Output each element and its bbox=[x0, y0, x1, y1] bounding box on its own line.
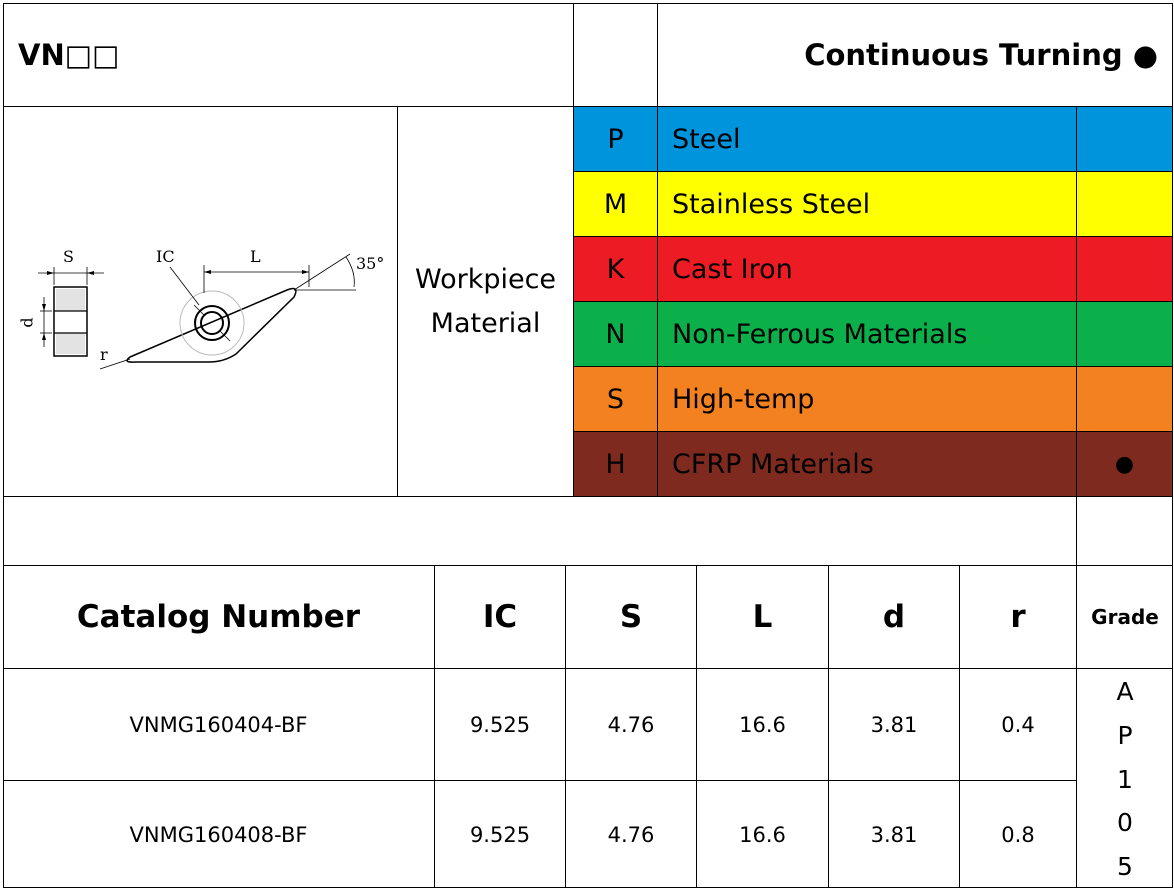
table-cell-ic: 9.525 bbox=[469, 822, 531, 847]
material-divider bbox=[657, 302, 658, 366]
grade-letter: 5 bbox=[1117, 852, 1133, 881]
material-divider bbox=[1076, 367, 1077, 431]
dim-label-r: r bbox=[100, 345, 108, 364]
material-divider bbox=[1076, 237, 1077, 301]
col-header-s: S bbox=[619, 599, 643, 635]
material-divider bbox=[657, 172, 658, 236]
col-header-l: L bbox=[752, 599, 773, 635]
material-name: Steel bbox=[672, 123, 741, 155]
material-applicability-mark bbox=[1076, 237, 1173, 301]
table-cell-s: 4.76 bbox=[607, 712, 655, 737]
table-cell-r: 0.8 bbox=[1001, 822, 1035, 847]
side-view-shape bbox=[38, 267, 104, 357]
workpiece-label-line1: Workpiece bbox=[414, 263, 557, 295]
dim-label-angle: 35° bbox=[356, 254, 385, 273]
material-row-m: M Stainless Steel bbox=[574, 172, 1173, 237]
material-code: S bbox=[606, 383, 625, 415]
table-cell-ic: 9.525 bbox=[469, 712, 531, 737]
material-code: P bbox=[607, 123, 624, 155]
top-view-shape bbox=[99, 253, 356, 370]
material-name: High-temp bbox=[672, 383, 815, 415]
col-header-d: d bbox=[882, 599, 906, 635]
insert-diagram: S d IC L 35° r bbox=[4, 107, 397, 496]
series-title: VN□□ bbox=[18, 38, 120, 72]
dim-label-l: L bbox=[250, 247, 261, 266]
material-name: CFRP Materials bbox=[672, 448, 874, 480]
material-divider bbox=[657, 237, 658, 301]
table-cell-l: 16.6 bbox=[739, 712, 786, 737]
grade-letter: 0 bbox=[1117, 808, 1133, 838]
material-row-s: S High-temp bbox=[574, 367, 1173, 432]
col-header-catalog-number: Catalog Number bbox=[76, 599, 361, 635]
material-applicability-mark: ● bbox=[1114, 451, 1135, 477]
material-name: Stainless Steel bbox=[672, 188, 871, 220]
grade-value: A P 1 0 5 bbox=[1077, 672, 1173, 887]
table-cell-catalog: VNMG160404-BF bbox=[129, 712, 308, 737]
dim-label-d: d bbox=[17, 317, 37, 328]
material-code: K bbox=[606, 253, 625, 285]
table-cell-catalog: VNMG160408-BF bbox=[129, 822, 308, 847]
material-applicability-mark bbox=[1076, 302, 1173, 366]
material-name: Non-Ferrous Materials bbox=[672, 318, 968, 350]
dim-label-ic: IC bbox=[156, 247, 175, 266]
table-cell-r: 0.4 bbox=[1001, 712, 1035, 737]
workpiece-label-line2: Material bbox=[430, 307, 541, 339]
dim-label-s: S bbox=[63, 247, 74, 266]
material-divider bbox=[657, 107, 658, 171]
material-row-h: H CFRP Materials ● bbox=[574, 432, 1173, 497]
table-cell-d: 3.81 bbox=[870, 712, 918, 737]
table-cell-s: 4.76 bbox=[607, 822, 655, 847]
table-cell-d: 3.81 bbox=[870, 822, 918, 847]
material-divider bbox=[1076, 302, 1077, 366]
operation-title: Continuous Turning ● bbox=[804, 38, 1158, 72]
material-divider bbox=[657, 367, 658, 431]
material-row-k: K Cast Iron bbox=[574, 237, 1173, 302]
grade-letter: 1 bbox=[1117, 764, 1133, 794]
grade-letter: P bbox=[1117, 720, 1133, 750]
col-header-ic: IC bbox=[482, 599, 518, 635]
material-divider bbox=[1076, 172, 1077, 236]
material-divider bbox=[1076, 432, 1077, 496]
material-applicability-mark bbox=[1076, 172, 1173, 236]
material-applicability-mark bbox=[1076, 367, 1173, 431]
material-code: N bbox=[605, 318, 626, 350]
table-cell-l: 16.6 bbox=[739, 822, 786, 847]
material-row-n: N Non-Ferrous Materials bbox=[574, 302, 1173, 367]
material-divider bbox=[657, 432, 658, 496]
material-divider bbox=[1076, 107, 1077, 171]
material-code: H bbox=[605, 448, 626, 480]
grade-letter: A bbox=[1116, 677, 1134, 706]
material-applicability-mark bbox=[1076, 107, 1173, 171]
material-row-p: P Steel bbox=[574, 107, 1173, 172]
col-header-r: r bbox=[1010, 599, 1026, 635]
col-header-grade: Grade bbox=[1091, 605, 1159, 629]
workpiece-material-label: Workpiece Material bbox=[398, 107, 573, 496]
material-code: M bbox=[603, 188, 628, 220]
material-name: Cast Iron bbox=[672, 253, 793, 285]
